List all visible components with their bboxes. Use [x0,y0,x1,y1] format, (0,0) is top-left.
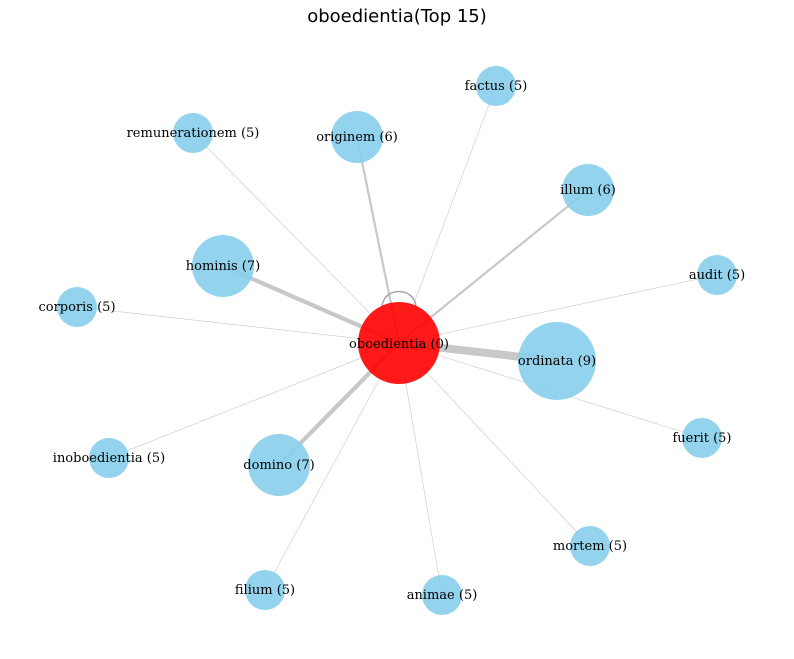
edge-animae [398,342,443,596]
nodes-layer [57,66,737,615]
node-remunerationem[interactable] [173,113,213,153]
edge-inoboedientia [108,342,400,459]
node-illum[interactable] [562,164,614,216]
node-label-domino: domino (7) [243,458,314,473]
edge-remunerationem [192,132,400,344]
node-filium[interactable] [245,570,285,610]
edge-corporis [76,306,400,344]
node-label-fuerit: fuerit (5) [672,431,731,446]
node-oboedientia-center[interactable] [358,302,440,384]
labels-layer: factus (5) originem (6) remunerationem (5)… [38,79,745,603]
node-label-audit: audit (5) [689,268,745,283]
node-label-illum: illum (6) [560,183,616,198]
node-fuerit[interactable] [682,418,722,458]
node-hominis[interactable] [192,235,254,297]
node-ordinata[interactable] [518,322,596,400]
node-corporis[interactable] [57,287,97,327]
node-domino[interactable] [248,434,310,496]
node-label-corporis: corporis (5) [38,300,115,315]
node-inoboedientia[interactable] [89,438,129,478]
graph-title: oboedientia(Top 15) [307,6,487,27]
node-label-ordinata: ordinata (9) [518,354,596,369]
node-audit[interactable] [697,255,737,295]
node-label-inoboedientia: inoboedientia (5) [53,451,165,466]
node-label-filium: filium (5) [235,583,295,598]
node-factus[interactable] [476,66,516,106]
node-label-animae: animae (5) [407,588,478,603]
edge-self-loop [381,290,417,309]
node-originem[interactable] [331,111,383,163]
node-label-originem: originem (6) [316,130,398,145]
edge-audit [398,274,718,344]
node-label-factus: factus (5) [465,79,528,94]
node-label-mortem: mortem (5) [553,539,627,554]
node-label-hominis: hominis (7) [186,259,260,274]
edge-filium [264,342,400,591]
node-animae[interactable] [422,575,462,615]
node-mortem[interactable] [570,526,610,566]
edge-mortem [398,342,591,547]
edge-factus [398,85,497,344]
node-label-oboedientia: oboedientia (0) [349,337,449,352]
node-label-remunerationem: remunerationem (5) [127,126,260,141]
